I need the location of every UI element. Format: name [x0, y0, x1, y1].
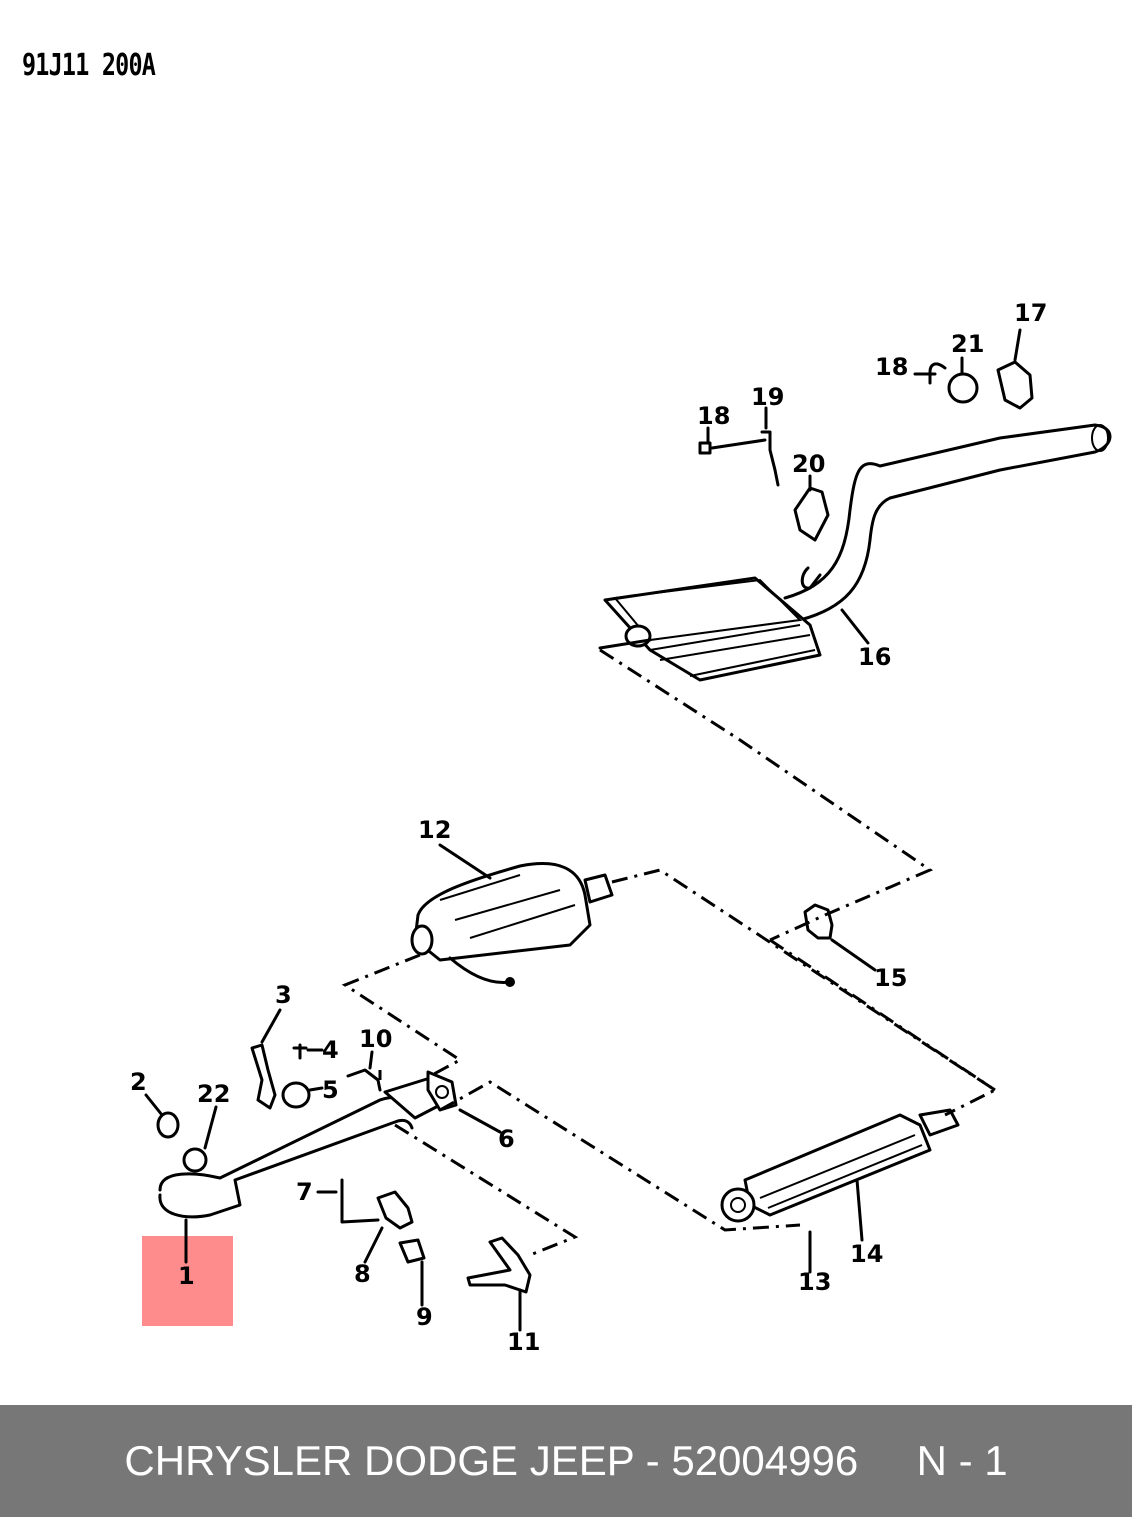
- callout-14: 14: [850, 1240, 883, 1268]
- callout-17: 17: [1014, 299, 1047, 327]
- callout-8: 8: [354, 1260, 371, 1288]
- small-parts: [156, 1043, 532, 1294]
- catalytic-converter: [410, 862, 614, 987]
- footer-bar: CHRYSLER DODGE JEEP - 52004996 N - 1: [0, 1405, 1132, 1517]
- assembly-lines: [341, 648, 999, 1257]
- leader-lines: [144, 328, 1022, 1332]
- callout-18-right: 18: [875, 353, 908, 381]
- callout-numbers: 1 2 3 4 5 6 7 8 9 10 11 12 13 14 15 16 1…: [130, 299, 1047, 1356]
- callout-1: 1: [178, 1262, 195, 1290]
- callout-20: 20: [792, 450, 825, 478]
- footer-position: N - 1: [916, 1437, 1008, 1484]
- callout-5: 5: [322, 1076, 339, 1104]
- exhaust-system-diagram: 91J11 200A: [22, 48, 1112, 1356]
- callout-2: 2: [130, 1068, 147, 1096]
- clamp-19: [698, 430, 780, 487]
- rear-muffler: [598, 576, 822, 682]
- callout-19: 19: [751, 383, 784, 411]
- hanger-15: [803, 903, 834, 940]
- callout-18-left: 18: [697, 402, 730, 430]
- intermediate-muffler: [720, 1108, 960, 1223]
- hanger-20: [793, 486, 830, 590]
- callout-10: 10: [359, 1025, 392, 1053]
- tailpipe: [783, 423, 1112, 622]
- footer-spacer: [858, 1437, 916, 1485]
- exploded-view: 1 2 3 4 5 6 7 8 9 10 11 12 13 14 15 16 1…: [130, 299, 1112, 1356]
- footer-part-label: CHRYSLER DODGE JEEP - 52004996: [124, 1437, 859, 1484]
- callout-22: 22: [197, 1080, 230, 1108]
- callout-13: 13: [798, 1268, 831, 1296]
- callout-7: 7: [296, 1178, 313, 1206]
- callout-11: 11: [507, 1328, 540, 1356]
- callout-16: 16: [858, 643, 891, 671]
- callout-15: 15: [874, 964, 907, 992]
- diagram-code: 91J11 200A: [22, 48, 156, 83]
- callout-12: 12: [418, 816, 451, 844]
- bracket-17-21: [913, 360, 1034, 410]
- front-pipe: [158, 1070, 458, 1219]
- callout-3: 3: [275, 981, 292, 1009]
- callout-21: 21: [951, 330, 984, 358]
- callout-9: 9: [416, 1303, 433, 1331]
- callout-6: 6: [498, 1125, 515, 1153]
- callout-4: 4: [322, 1036, 339, 1064]
